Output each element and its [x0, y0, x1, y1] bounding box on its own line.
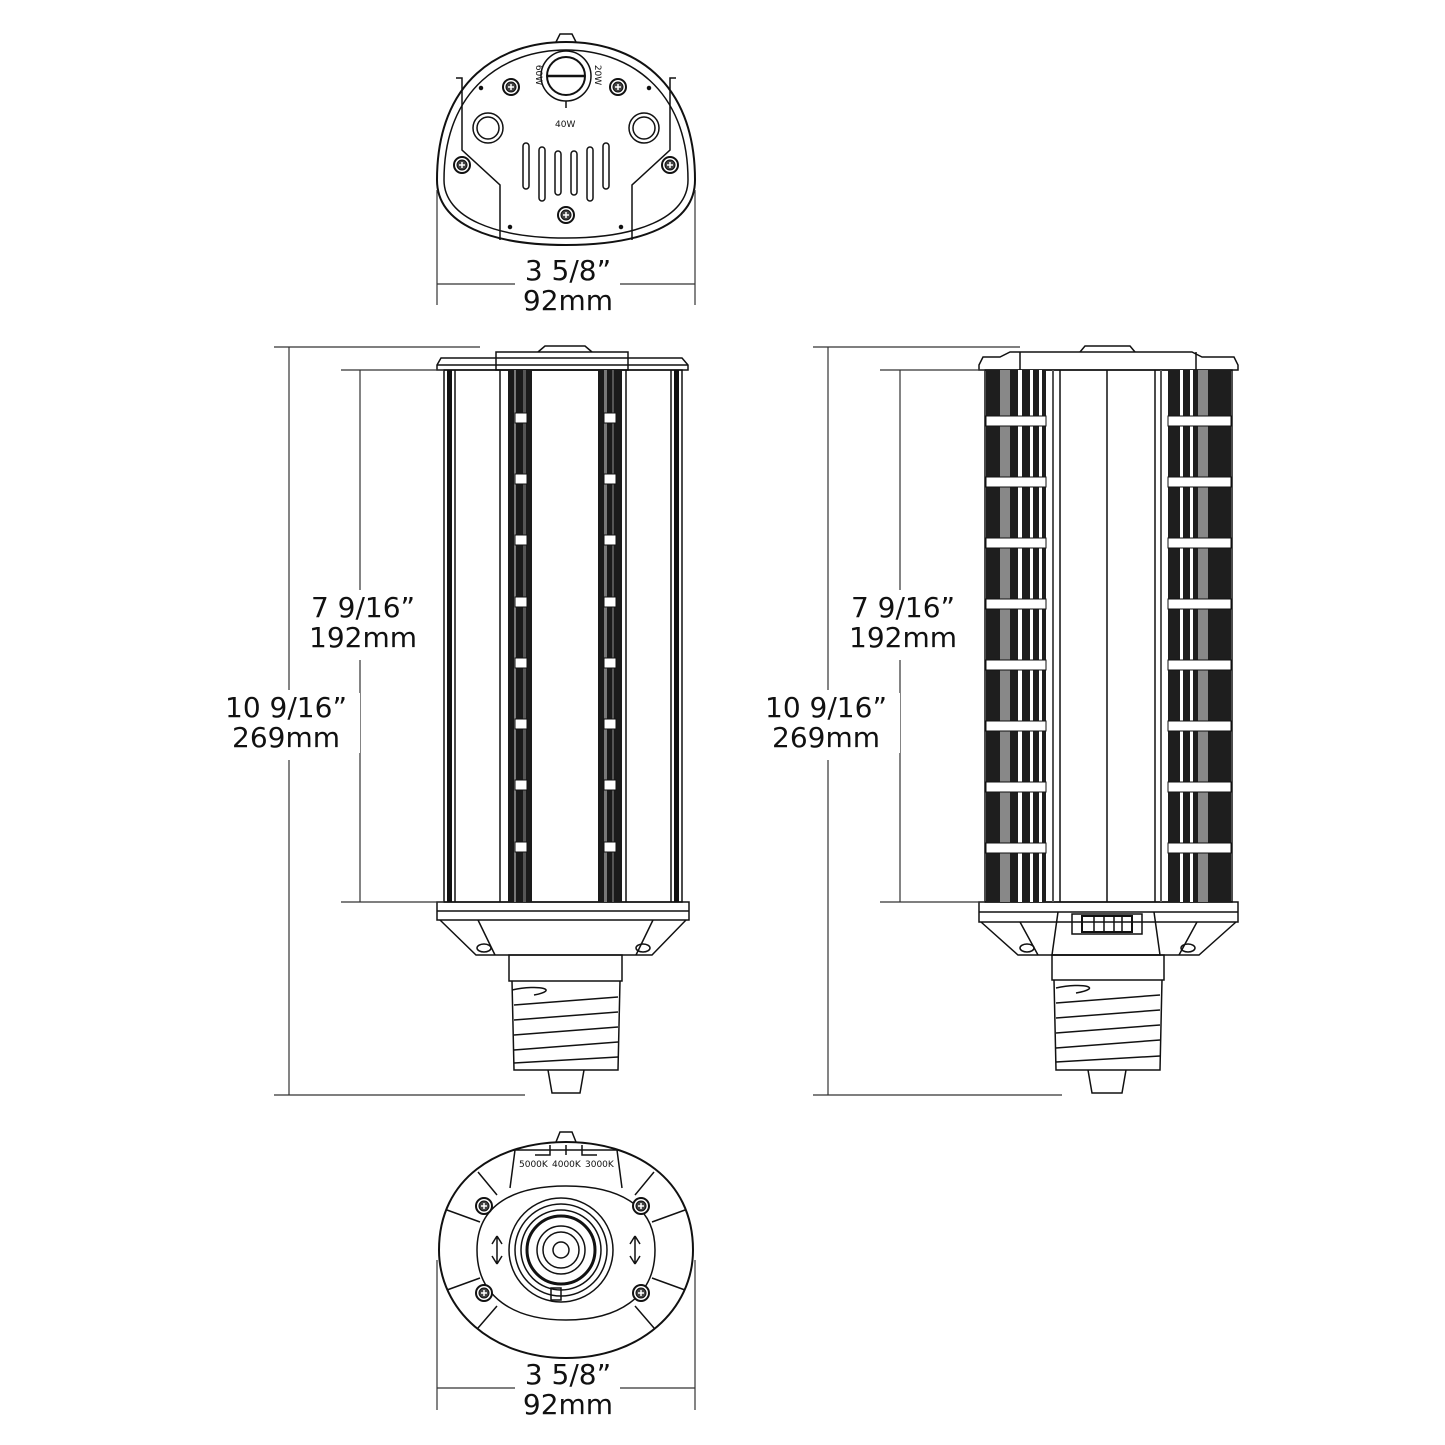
side-dimension-lines: [813, 346, 1062, 1096]
front-led-length-metric: 192mm: [309, 621, 417, 654]
side-overall-length-label: 10 9/16” 269mm: [752, 693, 900, 753]
bottom-width-label: 3 5/8” 92mm: [516, 1360, 620, 1420]
cct-label-3000k: 3000K: [585, 1160, 614, 1170]
front-led-length-imperial: 7 9/16”: [310, 591, 416, 624]
bottom-width-dimension-lines: [436, 1260, 696, 1410]
cct-label-4000k: 4000K: [552, 1160, 581, 1170]
side-overall-length-metric: 269mm: [772, 721, 880, 754]
wattage-label-20w: 20W: [592, 64, 603, 86]
wattage-label-40w: 40W: [555, 120, 576, 130]
front-led-chips: [514, 412, 617, 853]
front-dimension-lines: [274, 346, 525, 1096]
bottom-view-screws: [475, 1197, 650, 1302]
top-width-label: 3 5/8” 92mm: [516, 256, 620, 316]
top-width-imperial: 3 5/8”: [524, 254, 612, 287]
side-led-length-label: 7 9/16” 192mm: [840, 593, 966, 653]
front-overall-length-label: 10 9/16” 269mm: [212, 693, 360, 753]
top-view: [435, 33, 697, 247]
side-heatsink-fins: [986, 370, 1231, 902]
bottom-view: [437, 1131, 695, 1360]
bottom-width-imperial: 3 5/8”: [524, 1358, 612, 1391]
side-view: [978, 345, 1239, 1094]
top-width-dimension-lines: [436, 190, 696, 305]
bottom-width-metric: 92mm: [522, 1388, 614, 1421]
side-led-length-imperial: 7 9/16”: [850, 591, 956, 624]
front-overall-length-imperial: 10 9/16”: [225, 691, 347, 724]
side-overall-length-imperial: 10 9/16”: [765, 691, 887, 724]
side-led-length-metric: 192mm: [849, 621, 957, 654]
front-overall-length-metric: 269mm: [232, 721, 340, 754]
front-led-strips: [447, 370, 679, 902]
cct-label-5000k: 5000K: [519, 1160, 548, 1170]
front-view: [436, 345, 690, 1094]
front-led-length-label: 7 9/16” 192mm: [300, 593, 426, 653]
side-fin-bands: [985, 415, 1232, 854]
wattage-label-60w: 60W: [533, 64, 544, 86]
top-width-metric: 92mm: [522, 284, 614, 317]
